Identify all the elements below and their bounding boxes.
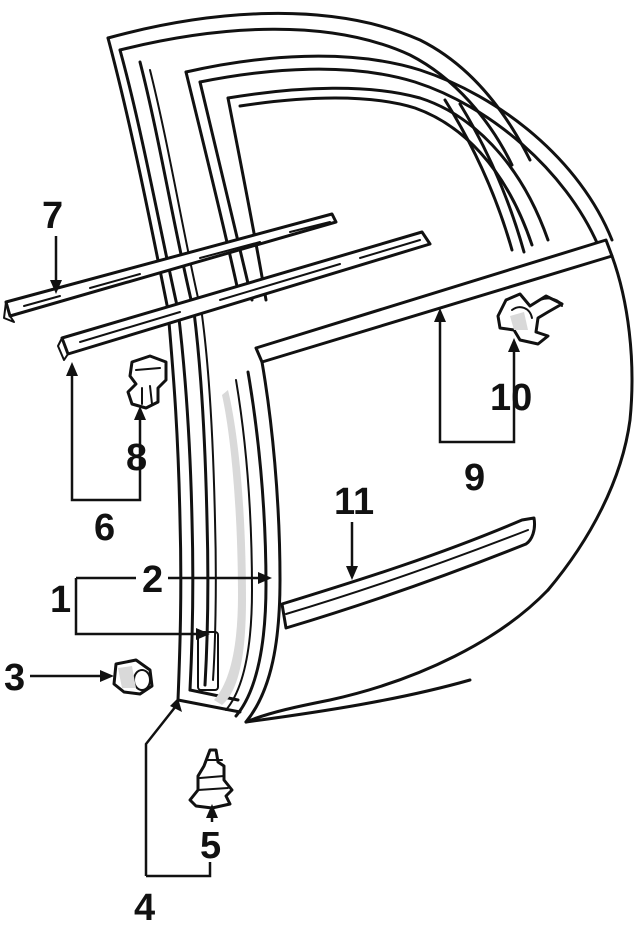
callout-4: 4 [134,887,155,925]
belt-weatherstrip-inner [57,230,432,361]
rear-door-shell [184,54,634,724]
door-handle-bracket [496,292,564,346]
callout-8: 8 [126,437,147,479]
callout-5: 5 [200,825,221,867]
belt-weatherstrip-outer [3,212,338,323]
leader-lines [30,236,520,878]
callout-11: 11 [334,481,374,523]
callout-3: 3 [4,657,25,699]
push-fastener [188,748,234,810]
belt-strip-clip [126,354,168,410]
callout-1: 1 [50,579,71,621]
callout-9: 9 [464,457,485,499]
door-bumper [112,658,154,696]
callout-10: 10 [490,377,532,419]
callout-labels: 7 8 6 10 9 11 2 1 3 5 4 [4,195,532,925]
callout-7: 7 [42,195,63,237]
callout-2: 2 [142,559,163,601]
callout-6: 6 [94,507,115,549]
